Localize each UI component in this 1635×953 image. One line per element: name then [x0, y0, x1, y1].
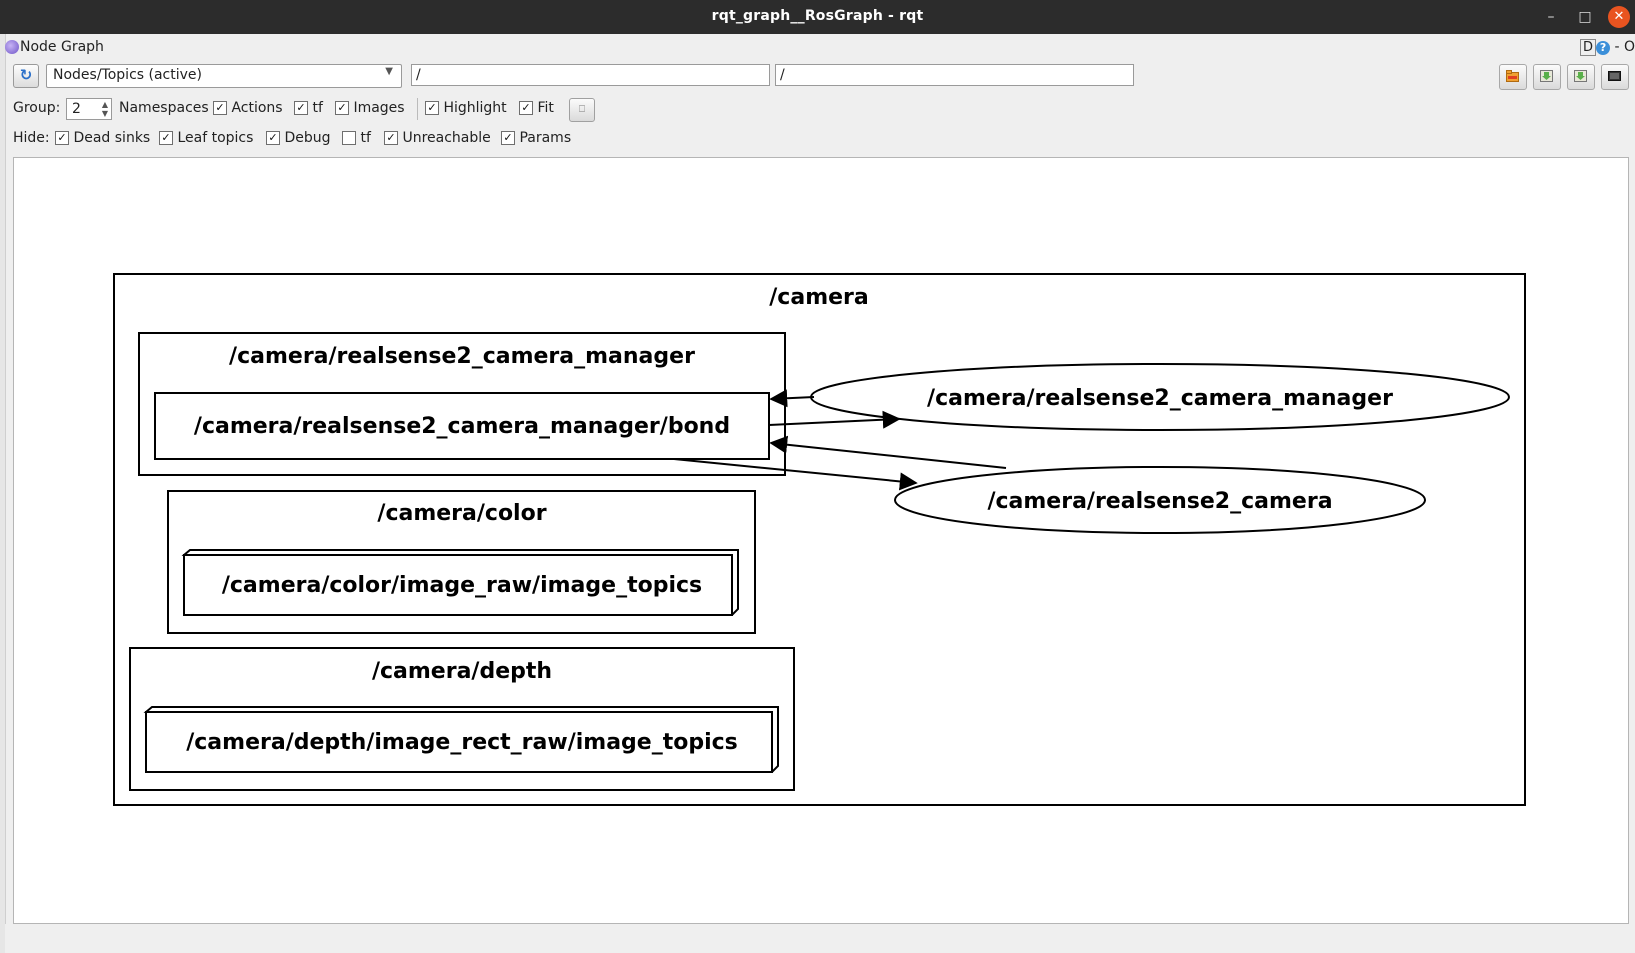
save-icon: [1540, 70, 1553, 82]
save-dot-button[interactable]: [1533, 64, 1561, 90]
actions-option[interactable]: ✓ Actions: [213, 100, 283, 116]
dead-sinks-option[interactable]: ✓ Dead sinks: [55, 130, 150, 146]
window-titlebar: rqt_graph__RosGraph - rqt – □ ✕: [0, 0, 1635, 34]
node-depth-topics-label: /camera/depth/image_rect_raw/image_topic…: [186, 730, 738, 755]
tf-label: tf: [312, 100, 323, 116]
fit-option[interactable]: ✓ Fit: [519, 100, 554, 116]
namespaces-label: Namespaces: [119, 100, 209, 116]
fit-in-view-button[interactable]: ⎕: [569, 98, 595, 122]
unreachable-checkbox[interactable]: ✓: [384, 131, 398, 145]
debug-option[interactable]: ✓ Debug: [266, 130, 331, 146]
node-realsense2-camera[interactable]: [894, 466, 1426, 534]
debug-checkbox[interactable]: ✓: [266, 131, 280, 145]
spin-down-icon[interactable]: ▼: [101, 109, 108, 118]
edge-manager-to-bond[interactable]: [769, 389, 815, 408]
edge-bond-to-manager[interactable]: [768, 410, 901, 429]
graph-type-value: Nodes/Topics (active): [53, 67, 202, 83]
load-dot-button[interactable]: [1499, 64, 1527, 90]
topic-filter-input[interactable]: /: [775, 64, 1134, 86]
maximize-button[interactable]: □: [1578, 9, 1592, 25]
cluster-depth-label: /camera/depth: [372, 659, 552, 684]
node-camera-manager-label: /camera/realsense2_camera_manager: [927, 386, 1393, 411]
leaf-topics-checkbox[interactable]: ✓: [159, 131, 173, 145]
cluster-camera-label: /camera: [769, 285, 868, 310]
plugin-close-controls[interactable]: - O: [1614, 39, 1635, 55]
cluster-manager-label: /camera/realsense2_camera_manager: [229, 344, 695, 369]
refresh-button[interactable]: ↻: [13, 64, 39, 88]
group-label: Group:: [13, 100, 61, 116]
toolbar-separator: [417, 98, 418, 120]
cluster-camera[interactable]: [113, 273, 1526, 806]
node-graph-icon: [5, 40, 19, 54]
hide-tf-label: tf: [360, 130, 371, 146]
params-label: Params: [519, 130, 572, 146]
plugin-title: Node Graph: [20, 39, 104, 55]
node-color-topics-label: /camera/color/image_raw/image_topics: [222, 573, 702, 598]
save-image-icon: [1574, 70, 1587, 82]
plugin-title-controls: D? - O: [1580, 39, 1635, 56]
window-title: rqt_graph__RosGraph - rqt: [711, 8, 924, 24]
tf-option[interactable]: ✓ tf: [294, 100, 323, 116]
close-button[interactable]: ✕: [1608, 6, 1630, 28]
fit-label: Fit: [537, 100, 554, 116]
actions-checkbox[interactable]: ✓: [213, 101, 227, 115]
images-checkbox[interactable]: ✓: [335, 101, 349, 115]
namespace-filter-input[interactable]: /: [411, 64, 770, 86]
fit-checkbox[interactable]: ✓: [519, 101, 533, 115]
graph-type-combobox[interactable]: Nodes/Topics (active) ▼: [46, 64, 402, 88]
plugin-title-bar: Node Graph D? - O: [5, 36, 1635, 60]
params-option[interactable]: ✓ Params: [501, 130, 571, 146]
graph-canvas[interactable]: /camera /camera/realsense2_camera_manage…: [13, 157, 1629, 924]
minimize-button[interactable]: –: [1547, 9, 1555, 25]
cluster-depth[interactable]: [129, 647, 795, 791]
node-bond[interactable]: [154, 392, 770, 460]
group-value: 2: [72, 101, 81, 117]
cluster-color[interactable]: [167, 490, 756, 634]
leaf-topics-option[interactable]: ✓ Leaf topics: [159, 130, 253, 146]
highlight-label: Highlight: [443, 100, 507, 116]
tf-checkbox[interactable]: ✓: [294, 101, 308, 115]
highlight-option[interactable]: ✓ Highlight: [425, 100, 507, 116]
highlight-checkbox[interactable]: ✓: [425, 101, 439, 115]
graph-svg[interactable]: /camera /camera/realsense2_camera_manage…: [14, 158, 1628, 923]
hide-row: Hide: ✓ Dead sinks ✓ Leaf topics ✓ Debug…: [13, 128, 633, 150]
status-bar: [5, 924, 1635, 953]
unreachable-option[interactable]: ✓ Unreachable: [384, 130, 491, 146]
hide-label: Hide:: [13, 130, 50, 146]
group-spinbox[interactable]: 2 ▲ ▼: [66, 98, 112, 120]
dock-button[interactable]: D: [1580, 39, 1597, 56]
save-image-button[interactable]: [1567, 64, 1595, 90]
params-checkbox[interactable]: ✓: [501, 131, 515, 145]
chevron-down-icon: ▼: [385, 66, 393, 77]
cluster-color-label: /camera/color: [377, 501, 546, 526]
edge-bond-to-camera[interactable]: [673, 458, 918, 491]
images-option[interactable]: ✓ Images: [335, 100, 405, 116]
screen-icon: [1608, 71, 1621, 81]
leaf-topics-label: Leaf topics: [177, 130, 254, 146]
node-depth-topics[interactable]: [145, 711, 773, 773]
hide-tf-checkbox[interactable]: [342, 131, 356, 145]
dead-sinks-checkbox[interactable]: ✓: [55, 131, 69, 145]
unreachable-label: Unreachable: [402, 130, 491, 146]
window-left-edge: [0, 34, 6, 953]
actions-label: Actions: [231, 100, 283, 116]
node-realsense2-camera-label: /camera/realsense2_camera: [987, 489, 1332, 514]
dead-sinks-label: Dead sinks: [73, 130, 151, 146]
node-bond-label: /camera/realsense2_camera_manager/bond: [194, 414, 730, 439]
edge-camera-to-bond[interactable]: [769, 435, 1007, 469]
node-color-topics[interactable]: [183, 554, 733, 616]
hide-tf-option[interactable]: tf: [342, 130, 371, 146]
spin-up-icon[interactable]: ▲: [101, 100, 108, 109]
folder-icon: [1506, 70, 1519, 82]
screenshot-button[interactable]: [1601, 64, 1629, 90]
help-icon[interactable]: ?: [1596, 41, 1611, 55]
debug-label: Debug: [284, 130, 331, 146]
options-row: Group: 2 ▲ ▼ Namespaces ✓ Actions ✓ tf ✓…: [13, 98, 613, 122]
images-label: Images: [353, 100, 405, 116]
